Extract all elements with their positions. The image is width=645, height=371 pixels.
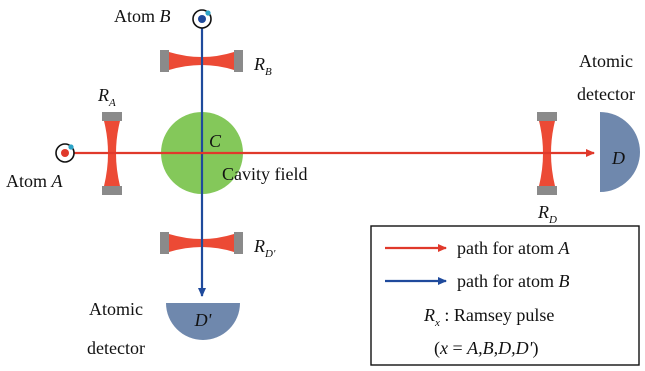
cavity-label: Cavity field: [222, 164, 307, 184]
detector-d: [600, 112, 640, 192]
detector-d-line1: Atomic: [579, 51, 633, 71]
legend-ramsey: Rx : Ramsey pulse: [423, 305, 554, 329]
detector-dp-line2: detector: [87, 338, 145, 358]
atom-a-icon: [55, 143, 75, 163]
atom-a-label: Atom A: [6, 171, 64, 191]
ra-label: RA: [97, 85, 116, 109]
detector-dp-symbol: D': [194, 310, 213, 330]
rd-label: RD: [537, 202, 557, 226]
legend-values: (x = A,B,D,D'): [434, 338, 539, 359]
atom-b-label: Atom B: [114, 6, 171, 26]
cavity-symbol: C: [209, 131, 222, 151]
legend-path-a: path for atom A: [457, 238, 570, 258]
detector-d-prime: [166, 303, 240, 340]
rdp-label: RD': [253, 236, 276, 260]
legend: path for atom A path for atom B Rx : Ram…: [370, 225, 640, 366]
detector-d-line2: detector: [577, 84, 635, 104]
detector-dp-line1: Atomic: [89, 299, 143, 319]
legend-path-b: path for atom B: [457, 271, 569, 291]
legend-box: [370, 225, 640, 366]
rb-label: RB: [253, 54, 272, 78]
atom-b-icon: [192, 9, 212, 29]
detector-d-symbol: D: [611, 148, 625, 168]
